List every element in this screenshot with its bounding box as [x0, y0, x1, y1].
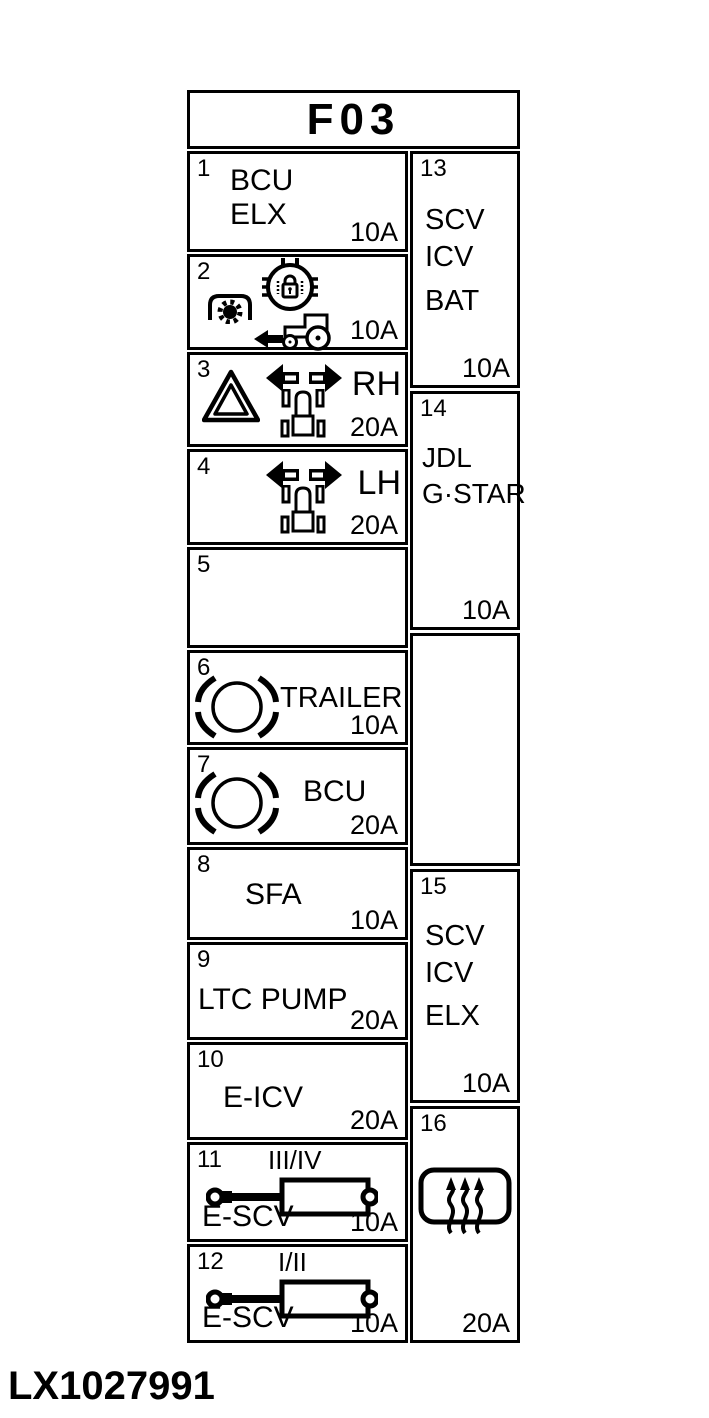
hydraulic-cylinder-icon	[206, 1177, 378, 1217]
fuse-number: 12	[197, 1248, 224, 1275]
fuse-amperage: 20A	[349, 1105, 398, 1135]
fuse-number: 15	[420, 873, 447, 900]
fuse-label: SCV ICV	[425, 920, 485, 989]
fuse-label-secondary: ELX	[425, 1000, 480, 1032]
fuse-cell-15: 15 SCV ICV ELX 10A	[410, 869, 520, 1103]
fuse-label: SCV ICV	[425, 204, 485, 273]
fuse-cell-11: 11 III/IV E-SCV 10A	[187, 1142, 408, 1242]
fuse-cell-3: 3 RH 20A	[187, 352, 408, 447]
panel-title: F03	[306, 94, 401, 144]
fuse-amperage: 10A	[349, 905, 398, 935]
fuse-amperage: 20A	[349, 412, 398, 442]
pto-gear-icon	[208, 294, 252, 324]
fuse-cell-1: 1 BCU ELX 10A	[187, 151, 408, 252]
turn-signal-arrows-icon	[266, 461, 342, 489]
scv-section-label: I/II	[278, 1247, 307, 1277]
fuse-number: 8	[197, 851, 211, 878]
fuse-number: 13	[420, 155, 447, 182]
brake-beacon-icon	[195, 771, 279, 835]
fuse-label: BCU ELX	[230, 164, 294, 231]
fuse-number: 5	[197, 551, 211, 578]
figure-id: LX1027991	[8, 1364, 215, 1408]
fuse-number: 14	[420, 395, 447, 422]
fuse-label: E-ICV	[223, 1081, 304, 1114]
fuse-label: E-SCV	[202, 1200, 294, 1233]
panel-title-box: F03	[187, 90, 520, 149]
fuse-number: 2	[197, 258, 211, 285]
fuse-label: SFA	[245, 878, 302, 911]
fuse-number: 6	[197, 654, 211, 681]
fuse-number: 4	[197, 453, 211, 480]
fuse-number: 3	[197, 356, 211, 383]
fuse-cell-12: 12 I/II E-SCV 10A	[187, 1244, 408, 1343]
hazard-warning-icon	[202, 369, 260, 423]
fuse-cell-13: 13 SCV ICV BAT 10A	[410, 151, 520, 388]
immobilizer-icon	[262, 258, 318, 311]
fuse-label: RH	[351, 365, 401, 403]
fuse-label: JDL G·STAR	[422, 442, 526, 509]
fuse-cell-5: 5	[187, 547, 408, 648]
fuse-cell-8: 8 SFA 10A	[187, 847, 408, 940]
fuse-label: LTC PUMP	[198, 983, 348, 1016]
fuse-label: TRAILER	[280, 682, 403, 714]
fuse-amperage: 10A	[349, 1308, 398, 1338]
fuse-cell-4: 4 LH 20A	[187, 449, 408, 545]
fuse-cell-10: 10 E-ICV 20A	[187, 1042, 408, 1140]
tractor-transport-icon	[254, 313, 331, 351]
fuse-number: 1	[197, 155, 211, 182]
fuse-cell-16: 16 20A	[410, 1106, 520, 1343]
tractor-top-view-icon	[280, 485, 326, 534]
turn-signal-arrows-icon	[266, 364, 342, 392]
fuse-amperage: 10A	[349, 315, 398, 345]
tractor-top-view-icon	[280, 389, 326, 438]
fuse-amperage: 20A	[461, 1308, 510, 1338]
fuse-amperage: 10A	[349, 217, 398, 247]
fuse-number: 11	[197, 1146, 222, 1173]
fuse-label: LH	[357, 464, 401, 502]
brake-beacon-icon	[195, 675, 279, 739]
fuse-amperage: 20A	[349, 810, 398, 840]
hydraulic-cylinder-icon	[206, 1279, 378, 1319]
rear-window-defrost-icon	[418, 1167, 512, 1235]
fuse-cell-7: 7 BCU 20A	[187, 747, 408, 845]
scv-section-label: III/IV	[268, 1145, 322, 1175]
fuse-amperage: 20A	[349, 1005, 398, 1035]
fuse-label: BCU	[303, 775, 367, 808]
fuse-amperage: 10A	[349, 1207, 398, 1237]
fuse-number: 9	[197, 946, 211, 973]
fuse-cell-9: 9 LTC PUMP 20A	[187, 942, 408, 1040]
fuse-number: 7	[197, 751, 211, 778]
fuse-cell-14: 14 JDL G·STAR 10A	[410, 391, 526, 630]
fuse-label-secondary: BAT	[425, 285, 480, 317]
fuse-amperage: 20A	[349, 510, 398, 540]
fuse-cell-6: 6 TRAILER 10A	[187, 650, 408, 745]
empty-cell	[410, 633, 520, 866]
fuse-amperage: 10A	[461, 595, 510, 625]
fuse-number: 10	[197, 1046, 224, 1073]
fuse-label: E-SCV	[202, 1301, 294, 1334]
fuse-amperage: 10A	[461, 1068, 510, 1098]
fuse-cell-2: 2 10A	[187, 254, 408, 351]
fuse-number: 16	[420, 1110, 447, 1137]
fuse-amperage: 10A	[461, 353, 510, 383]
fuse-amperage: 10A	[349, 710, 398, 740]
